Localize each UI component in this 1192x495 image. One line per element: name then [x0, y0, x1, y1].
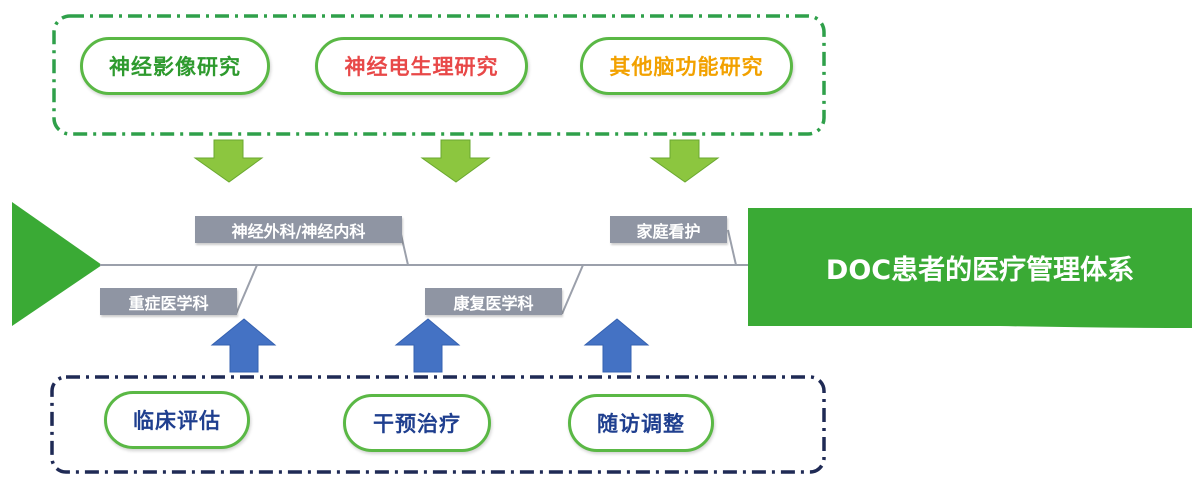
department-label-home-care: 家庭看护 — [610, 216, 727, 243]
bone-lower-2 — [561, 264, 584, 315]
department-label-text: 家庭看护 — [636, 221, 701, 241]
department-label-text: 神经外科/神经内科 — [231, 221, 366, 241]
process-item-label: 随访调整 — [597, 412, 685, 436]
process-item-follow-up: 随访调整 — [568, 394, 714, 452]
bone-upper-2 — [727, 229, 737, 266]
fishbone-tail — [12, 202, 102, 326]
goal-title: DOC患者的医疗管理体系 — [825, 254, 1135, 286]
research-item-other-brain-function: 其他脑功能研究 — [580, 37, 793, 95]
down-arrow-3 — [649, 139, 720, 183]
process-frame — [50, 375, 826, 474]
department-label-text: 康复医学科 — [453, 293, 534, 313]
department-label-text: 重症医学科 — [128, 293, 209, 313]
research-item-label: 其他脑功能研究 — [609, 55, 764, 79]
research-item-electrophysiology: 神经电生理研究 — [315, 37, 528, 95]
up-arrow-1 — [210, 318, 277, 373]
process-item-intervention: 干预治疗 — [343, 394, 491, 452]
down-arrow-1 — [193, 139, 264, 183]
department-label-rehabilitation: 康复医学科 — [425, 288, 562, 315]
process-item-clinical-assessment: 临床评估 — [104, 391, 250, 449]
research-item-label: 神经电生理研究 — [344, 55, 499, 79]
department-label-neurosurgery-neurology: 神经外科/神经内科 — [195, 216, 402, 243]
department-label-critical-care: 重症医学科 — [100, 288, 237, 315]
research-frame — [52, 14, 826, 136]
fishbone-head — [748, 208, 1192, 328]
process-item-label: 临床评估 — [133, 409, 221, 433]
up-arrow-2 — [394, 318, 461, 373]
process-item-label: 干预治疗 — [373, 412, 461, 436]
down-arrow-2 — [420, 139, 491, 183]
research-item-neuroimaging: 神经影像研究 — [80, 37, 270, 95]
bone-lower-1 — [235, 264, 258, 315]
up-arrow-3 — [583, 318, 650, 373]
research-item-label: 神经影像研究 — [109, 55, 241, 79]
